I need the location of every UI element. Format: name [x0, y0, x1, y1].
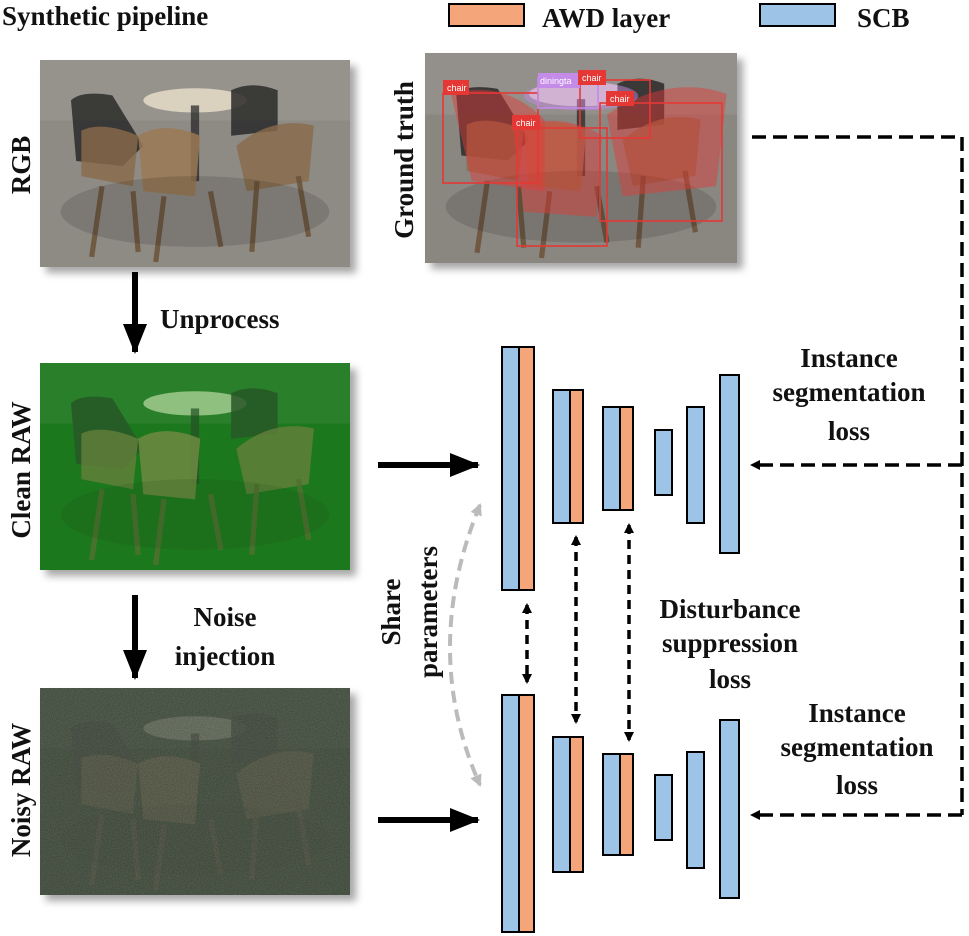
gt-tag-diningtable: diningta: [540, 76, 572, 86]
bottom-scb-block-1: [501, 694, 520, 933]
share-label-line1: Share: [376, 578, 406, 645]
ground-truth-feedback: [750, 135, 964, 820]
bottom-awd-block-2: [569, 736, 584, 873]
top-awd-block-1: [518, 346, 535, 591]
bottom-awd-block-1: [518, 694, 535, 933]
bottom-network: [501, 694, 740, 933]
top-scb-block-4: [654, 429, 673, 496]
noisy-raw-label: Noisy RAW: [6, 723, 36, 857]
loss-bottom-line2: segmentation: [781, 732, 934, 762]
bottom-scb-block-4: [654, 774, 673, 841]
gt-tag-chair-3: chair: [610, 94, 630, 104]
top-scb-block-6: [719, 374, 740, 554]
share-parameters-arrow: [448, 503, 482, 787]
top-scb-block-1: [501, 346, 520, 591]
legend-awd-swatch: [448, 3, 525, 27]
top-network: [501, 346, 740, 591]
legend-awd-label: AWD layer: [542, 3, 670, 33]
unprocess-label: Unprocess: [160, 304, 280, 334]
gt-tag-chair-1: chair: [447, 83, 467, 93]
ground-truth-label: Ground truth: [389, 81, 419, 239]
gt-tag-chair-2: chair: [582, 73, 602, 83]
bottom-scb-block-5: [686, 751, 705, 869]
share-label-line2: parameters: [413, 546, 443, 678]
loss-bottom-line1: Instance: [808, 698, 906, 728]
rgb-label: RGB: [6, 136, 36, 195]
top-awd-block-3: [619, 406, 634, 511]
loss-top-line3: loss: [828, 416, 870, 446]
gt-tag-chair-4: chair: [516, 118, 536, 128]
loss-top-line1: Instance: [800, 343, 898, 373]
bottom-scb-block-6: [719, 719, 740, 899]
bottom-awd-block-3: [619, 753, 634, 856]
loss-top-line2: segmentation: [773, 377, 926, 407]
suppression-label-line1: Disturbance: [660, 594, 801, 624]
noise-label-line2: injection: [175, 641, 276, 671]
bottom-scb-block-2: [552, 736, 571, 873]
clean-raw-label: Clean RAW: [6, 401, 36, 538]
noise-label-line1: Noise: [194, 602, 257, 632]
noisy-raw-image: [40, 688, 350, 895]
top-scb-block-5: [686, 406, 705, 524]
legend-scb-swatch: [759, 3, 836, 27]
suppression-label-line3: loss: [709, 664, 751, 694]
clean-raw-image: [40, 363, 350, 570]
ground-truth-image: chair diningta chair chair chair: [425, 53, 737, 263]
legend-scb-label: SCB: [857, 3, 910, 33]
top-scb-block-3: [602, 406, 621, 511]
diagram-title: Synthetic pipeline: [2, 1, 208, 31]
suppression-label-line2: suppression: [662, 628, 798, 658]
bottom-scb-block-3: [602, 753, 621, 856]
loss-bottom-line3: loss: [836, 770, 878, 800]
top-scb-block-2: [552, 389, 571, 524]
top-awd-block-2: [569, 389, 584, 524]
rgb-image: [40, 60, 350, 267]
